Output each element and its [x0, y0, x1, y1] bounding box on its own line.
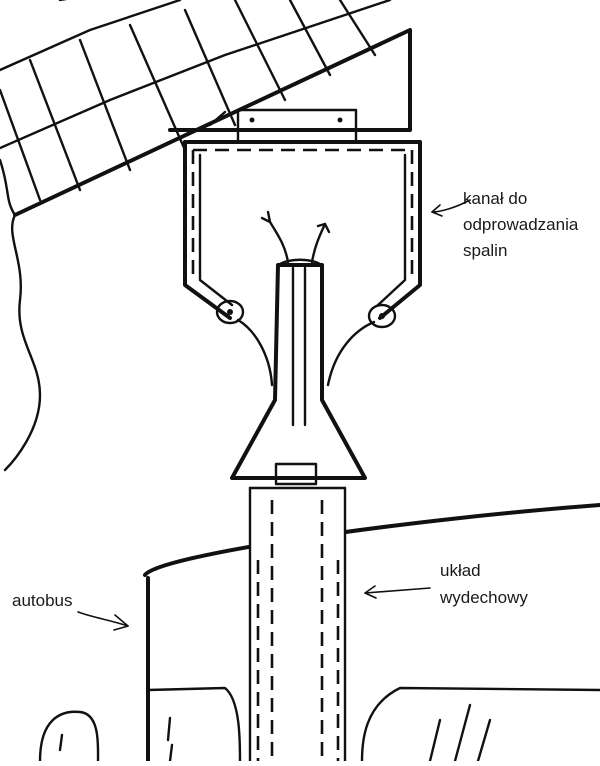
label-pointers — [77, 199, 471, 631]
label-exhaust-channel-line3: spalin — [463, 241, 507, 260]
label-exhaust-system-line2: wydechowy — [439, 588, 528, 607]
connecting-arms — [236, 318, 376, 387]
label-exhaust-channel-line2: odprowadzania — [463, 215, 579, 234]
pointer-bus — [77, 611, 129, 627]
label-exhaust-channel-line1: kanał do — [463, 189, 527, 208]
exhaust-funnel — [230, 258, 367, 486]
pointer-exhaust-channel — [431, 199, 471, 213]
exhaust-pipe — [248, 486, 347, 763]
label-exhaust-system-line1: układ — [440, 561, 481, 580]
annotations: kanał do odprowadzania spalin układ wyde… — [12, 189, 579, 610]
exhaust-hood — [183, 140, 422, 329]
ceiling-structure — [0, 0, 412, 472]
pointer-exhaust-system — [364, 587, 431, 594]
label-bus: autobus — [12, 591, 73, 610]
flow-arrows — [260, 210, 331, 264]
